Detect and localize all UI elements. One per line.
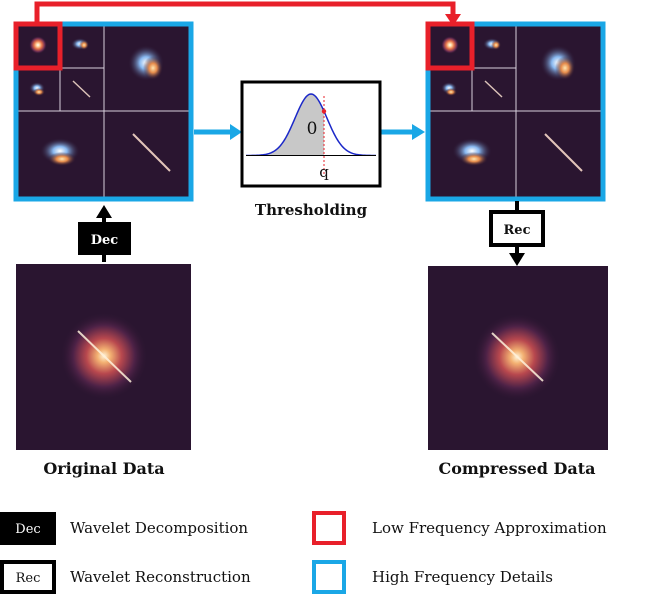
compressed-data-label: Compressed Data: [438, 459, 595, 478]
legend-rec-label: Wavelet Reconstruction: [70, 568, 251, 586]
reconstruction-arrow: Rec: [489, 201, 545, 266]
thresholding-box: 0 q: [240, 80, 382, 188]
legend-dec-badge-label: Dec: [15, 522, 40, 537]
dec-badge-label: Dec: [91, 233, 119, 248]
original-data-image: [16, 264, 191, 450]
rec-badge-label: Rec: [504, 223, 531, 238]
decomposition-arrow: Dec: [78, 205, 131, 262]
high-frequency-arrow-in: [194, 124, 242, 140]
low-frequency-border: [13, 21, 63, 71]
legend: Dec Wavelet Decomposition Rec Wavelet Re…: [0, 511, 607, 594]
approx-coefficient: [29, 36, 47, 54]
threshold-zero-label: 0: [307, 119, 318, 139]
legend-high-swatch: [312, 560, 346, 594]
legend-dec-label: Wavelet Decomposition: [70, 519, 248, 537]
legend-item-rec: Rec Wavelet Reconstruction: [0, 560, 251, 594]
legend-item-dec: Dec Wavelet Decomposition: [0, 512, 248, 545]
threshold-shaded-area: [246, 94, 324, 156]
dec-badge: [78, 222, 131, 255]
threshold-q-label: q: [319, 163, 329, 181]
approx-coefficient: [441, 36, 459, 54]
original-data-label: Original Data: [43, 459, 164, 478]
low-frequency-arrow: [34, 1, 461, 26]
legend-low-label: Low Frequency Approximation: [372, 519, 607, 537]
legend-high-label: High Frequency Details: [372, 568, 553, 586]
legend-item-high: High Frequency Details: [312, 560, 553, 594]
legend-low-swatch: [312, 511, 346, 545]
low-frequency-border: [425, 21, 475, 71]
high-frequency-arrow-out: [380, 124, 425, 140]
threshold-point: [321, 109, 327, 114]
high-frequency-border: [13, 21, 194, 202]
legend-dec-swatch: [0, 512, 56, 545]
decomposition-panel-right: [425, 21, 606, 202]
gaussian-curve: [246, 93, 376, 156]
rec-badge: [489, 210, 545, 247]
compressed-data-image: [428, 266, 608, 450]
legend-rec-badge-label: Rec: [16, 571, 41, 586]
thresholding-label: Thresholding: [255, 201, 368, 219]
legend-rec-swatch: [0, 560, 56, 594]
legend-item-low: Low Frequency Approximation: [312, 511, 607, 545]
decomposition-panel-left: [13, 21, 194, 202]
high-frequency-border: [425, 21, 606, 202]
